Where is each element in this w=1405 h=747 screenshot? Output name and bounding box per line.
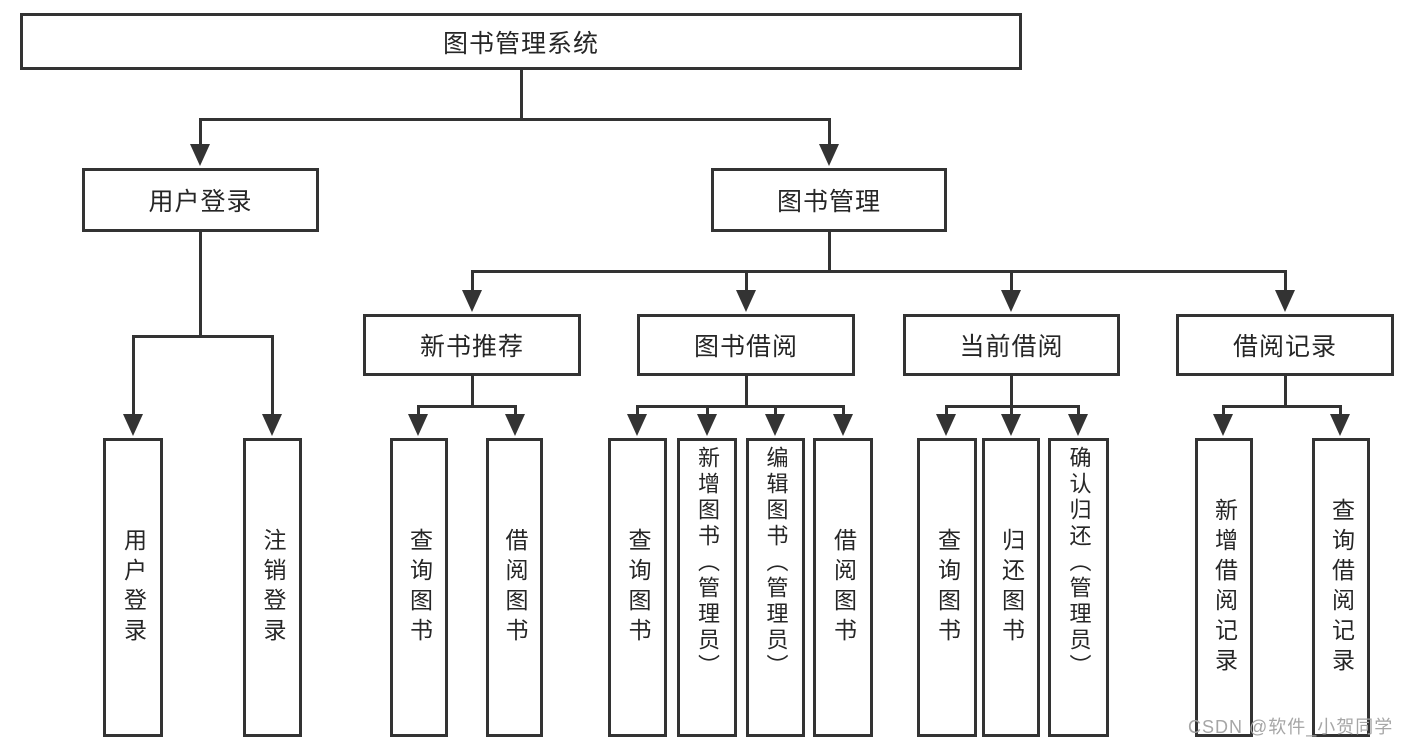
connector-line	[471, 376, 474, 405]
arrow-down-icon	[505, 414, 525, 436]
leaf-confirm-return-admin: 确认归还（管理员）	[1048, 438, 1109, 737]
connector-line	[1222, 405, 1342, 408]
connector-line	[520, 70, 523, 118]
arrow-down-icon	[1001, 290, 1021, 312]
node-library-management-system: 图书管理系统	[20, 13, 1022, 70]
leaf-query-books-recommend: 查询图书	[390, 438, 448, 737]
leaf-label: 确认归还（管理员）	[1066, 446, 1092, 680]
leaf-label: 查询图书	[934, 527, 961, 648]
connector-line	[774, 405, 777, 416]
connector-line	[745, 270, 748, 292]
leaf-borrow-books-recommend: 借阅图书	[486, 438, 543, 737]
arrow-down-icon	[262, 414, 282, 436]
node-label: 用户登录	[148, 188, 253, 216]
connector-line	[828, 118, 831, 146]
leaf-borrow-books-borrowing: 借阅图书	[813, 438, 873, 737]
connector-line	[1010, 270, 1013, 292]
connector-line	[199, 118, 831, 121]
connector-line	[199, 232, 202, 335]
leaf-label: 借阅图书	[830, 527, 857, 648]
connector-line	[1077, 405, 1080, 416]
connector-line	[417, 405, 517, 408]
leaf-user-login: 用户登录	[103, 438, 163, 737]
connector-line	[1284, 270, 1287, 292]
connector-line	[1222, 405, 1225, 416]
csdn-watermark: CSDN @软件_小贺同学	[1188, 717, 1394, 737]
node-current-borrowing: 当前借阅	[903, 314, 1120, 376]
node-new-book-recommendation: 新书推荐	[363, 314, 581, 376]
node-label: 当前借阅	[959, 333, 1064, 361]
arrow-down-icon	[408, 414, 428, 436]
arrow-down-icon	[736, 290, 756, 312]
leaf-label: 查询借阅记录	[1328, 497, 1355, 678]
leaf-return-book: 归还图书	[982, 438, 1040, 737]
leaf-label: 注销登录	[260, 527, 286, 648]
arrow-down-icon	[833, 414, 853, 436]
connector-line	[471, 270, 1287, 273]
leaf-edit-book-admin: 编辑图书（管理员）	[746, 438, 805, 737]
connector-line	[132, 335, 274, 338]
arrow-down-icon	[1213, 414, 1233, 436]
connector-line	[417, 405, 420, 416]
node-label: 图书管理系统	[442, 29, 599, 58]
node-book-management: 图书管理	[711, 168, 947, 232]
connector-line	[745, 376, 748, 405]
node-borrowing-records: 借阅记录	[1176, 314, 1394, 376]
leaf-label: 借阅图书	[502, 527, 528, 648]
leaf-query-books-current: 查询图书	[917, 438, 977, 737]
leaf-add-borrow-record: 新增借阅记录	[1195, 438, 1253, 737]
arrow-down-icon	[936, 414, 956, 436]
node-user-login: 用户登录	[82, 168, 319, 232]
connector-line	[132, 335, 135, 416]
arrow-down-icon	[462, 290, 482, 312]
leaf-logout: 注销登录	[243, 438, 302, 737]
leaf-label: 编辑图书（管理员）	[763, 446, 789, 680]
leaf-query-books-borrowing: 查询图书	[608, 438, 667, 737]
arrow-down-icon	[123, 414, 143, 436]
arrow-down-icon	[1330, 414, 1350, 436]
connector-line	[828, 232, 831, 270]
arrow-down-icon	[697, 414, 717, 436]
connector-line	[1010, 405, 1013, 416]
arrow-down-icon	[765, 414, 785, 436]
connector-line	[945, 405, 948, 416]
connector-line	[1010, 376, 1013, 405]
leaf-label: 新增借阅记录	[1211, 497, 1238, 678]
node-label: 借阅记录	[1232, 333, 1337, 361]
leaf-add-book-admin: 新增图书（管理员）	[677, 438, 737, 737]
leaf-label: 查询图书	[625, 527, 651, 648]
connector-line	[842, 405, 845, 416]
connector-line	[1284, 376, 1287, 405]
arrow-down-icon	[190, 144, 210, 166]
arrow-down-icon	[1068, 414, 1088, 436]
arrow-down-icon	[819, 144, 839, 166]
connector-line	[199, 118, 202, 146]
node-label: 图书管理	[776, 188, 881, 216]
leaf-label: 归还图书	[998, 527, 1025, 648]
node-label: 新书推荐	[419, 333, 524, 361]
connector-line	[471, 270, 474, 292]
connector-line	[636, 405, 639, 416]
leaf-query-borrow-record: 查询借阅记录	[1312, 438, 1370, 737]
connector-line	[514, 405, 517, 416]
node-book-borrowing: 图书借阅	[637, 314, 855, 376]
node-label: 图书借阅	[693, 333, 798, 361]
leaf-label: 新增图书（管理员）	[695, 446, 720, 680]
connector-line	[636, 405, 845, 408]
leaf-label: 查询图书	[406, 527, 433, 648]
arrow-down-icon	[1001, 414, 1021, 436]
connector-line	[706, 405, 709, 416]
connector-line	[1339, 405, 1342, 416]
leaf-label: 用户登录	[120, 527, 147, 648]
arrow-down-icon	[627, 414, 647, 436]
connector-line	[271, 335, 274, 416]
arrow-down-icon	[1275, 290, 1295, 312]
